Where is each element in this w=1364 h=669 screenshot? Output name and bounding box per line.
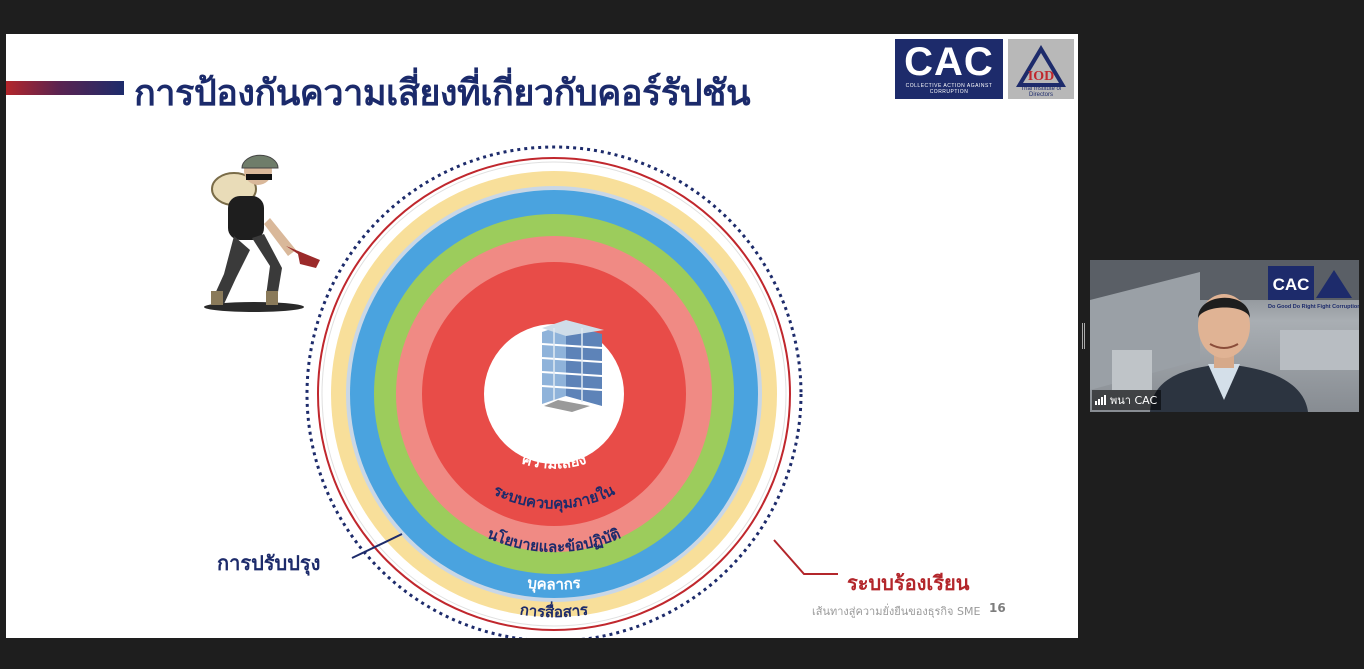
- complaint-system-ring: [317, 157, 791, 631]
- panel-resize-handle[interactable]: [1082, 323, 1085, 349]
- video-feed: CAC Do Good Do Right Fight Corruption: [1090, 260, 1359, 412]
- thief-illustration: [204, 154, 320, 312]
- svg-text:Do Good Do Right Fight Corru: Do Good Do Right Fight Corruption: [1268, 304, 1359, 310]
- participant-name-tag: พนา CAC: [1092, 390, 1162, 410]
- slide-footer: เส้นทางสู่ความยั่งยืนของธุรกิจ SME: [812, 605, 981, 618]
- complaint-connector: [773, 539, 838, 575]
- outer-dotted-ring: [305, 145, 803, 638]
- svg-text:IOD: IOD: [1028, 69, 1054, 84]
- cac-logo-text: CAC: [904, 40, 994, 84]
- signal-bars-icon: [1095, 395, 1106, 405]
- participant-name: พนา CAC: [1110, 394, 1158, 407]
- slide-title: การป้องกันความเสี่ยงที่เกี่ยวกับคอร์รัปช…: [134, 73, 751, 114]
- improve-connector: [351, 533, 403, 559]
- ring-label-personnel: บุคลากร: [526, 574, 582, 594]
- title-accent-bar: [6, 81, 124, 95]
- ring-label-communication: การสื่อสาร: [519, 600, 590, 621]
- iod-logo: IOD Thai Institute of Directors: [1008, 39, 1074, 99]
- presentation-slide: การป้องกันความเสี่ยงที่เกี่ยวกับคอร์รัปช…: [6, 34, 1078, 638]
- participant-video-tile[interactable]: CAC Do Good Do Right Fight Corruption พน…: [1090, 260, 1359, 412]
- ring-label-risk: ความเสี่ยง: [520, 450, 588, 473]
- diagram-layer: ความเสี่ยง ระบบควบคุมภายใน นโยบายและข้อป…: [204, 145, 838, 638]
- svg-text:CAC: CAC: [1273, 275, 1310, 294]
- slide-page-number: 16: [989, 601, 1006, 615]
- office-building-icon: [541, 320, 604, 412]
- cac-logo: CAC COLLECTIVE ACTION AGAINST CORRUPTION: [895, 39, 1003, 99]
- iod-triangle-icon: IOD: [1016, 45, 1066, 87]
- iod-caption: Thai Institute of Directors: [1020, 86, 1062, 98]
- complaint-system-label: ระบบร้องเรียน: [847, 571, 970, 595]
- background-cac-logo: [1268, 266, 1314, 300]
- cac-logo-subtext: COLLECTIVE ACTION AGAINST CORRUPTION: [905, 83, 993, 95]
- improvement-label: การปรับปรุง: [217, 551, 321, 575]
